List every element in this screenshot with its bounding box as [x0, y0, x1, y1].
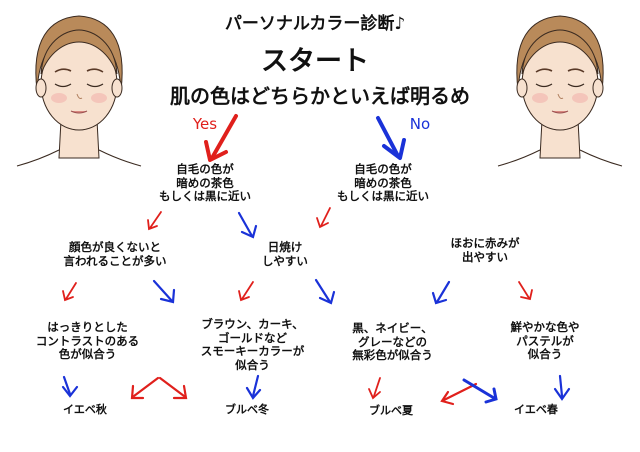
- no-label: No: [409, 115, 431, 133]
- result-autumn: イエベ秋: [63, 403, 107, 416]
- arrow-complexion-no: [152, 279, 176, 304]
- face-illustration-right: [497, 15, 623, 167]
- arrow-hair-right-yes: [316, 207, 331, 229]
- no-arrow: [376, 116, 406, 160]
- result-spring: イエベ春: [514, 403, 558, 416]
- start-question: 肌の色はどちらかといえば明るめ: [170, 84, 470, 108]
- question-complexion: 顔色が良くないと 言われることが多い: [63, 240, 167, 268]
- yes-arrow: [204, 114, 238, 162]
- question-tan: 日焼け しやすい: [262, 240, 308, 268]
- arrow-complexion-yes: [62, 282, 77, 302]
- arrow-cheeks-no: [431, 280, 451, 305]
- result-summer: ブルベ夏: [369, 404, 413, 417]
- question-hair-right: 自毛の色が 暗めの茶色 もしくは黒に近い: [337, 162, 429, 204]
- arrow-bright-yes: [553, 374, 571, 401]
- arrow-hair-left-yes: [147, 211, 162, 231]
- arrow-mono-cross-blue: [462, 378, 498, 404]
- question-cheeks: ほおに赤みが 出やすい: [450, 236, 520, 264]
- arrow-cheeks-yes: [518, 281, 533, 301]
- start-label: スタート: [261, 46, 369, 77]
- arrow-clear-yes: [61, 375, 79, 398]
- face-illustration-left: [16, 15, 142, 167]
- trait-clear-colors: はっきりとした コントラストのある 色が似合う: [35, 320, 140, 362]
- arrow-tan-no: [314, 278, 336, 305]
- result-winter: ブルベ冬: [225, 403, 269, 416]
- arrow-mono-cross-red: [440, 382, 478, 406]
- trait-brown-colors: ブラウン、カーキ、 ゴールドなど スモーキーカラーが 似合う: [200, 317, 305, 372]
- trait-mono-colors: 黒、ネイビー、 グレーなどの 無彩色が似合う: [352, 321, 433, 363]
- yes-label: Yes: [192, 115, 218, 133]
- arrow-hair-left-no: [237, 211, 258, 239]
- question-hair-left: 自毛の色が 暗めの茶色 もしくは黒に近い: [159, 162, 251, 204]
- arrow-clear-cross: [130, 376, 188, 400]
- arrow-brown-yes: [245, 374, 262, 400]
- arrow-tan-yes: [238, 281, 254, 302]
- trait-bright-colors: 鮮やかな色や パステルが 似合う: [510, 320, 580, 362]
- chart-title: パーソナルカラー診断♪: [224, 14, 406, 34]
- arrow-mono-yes: [368, 377, 381, 400]
